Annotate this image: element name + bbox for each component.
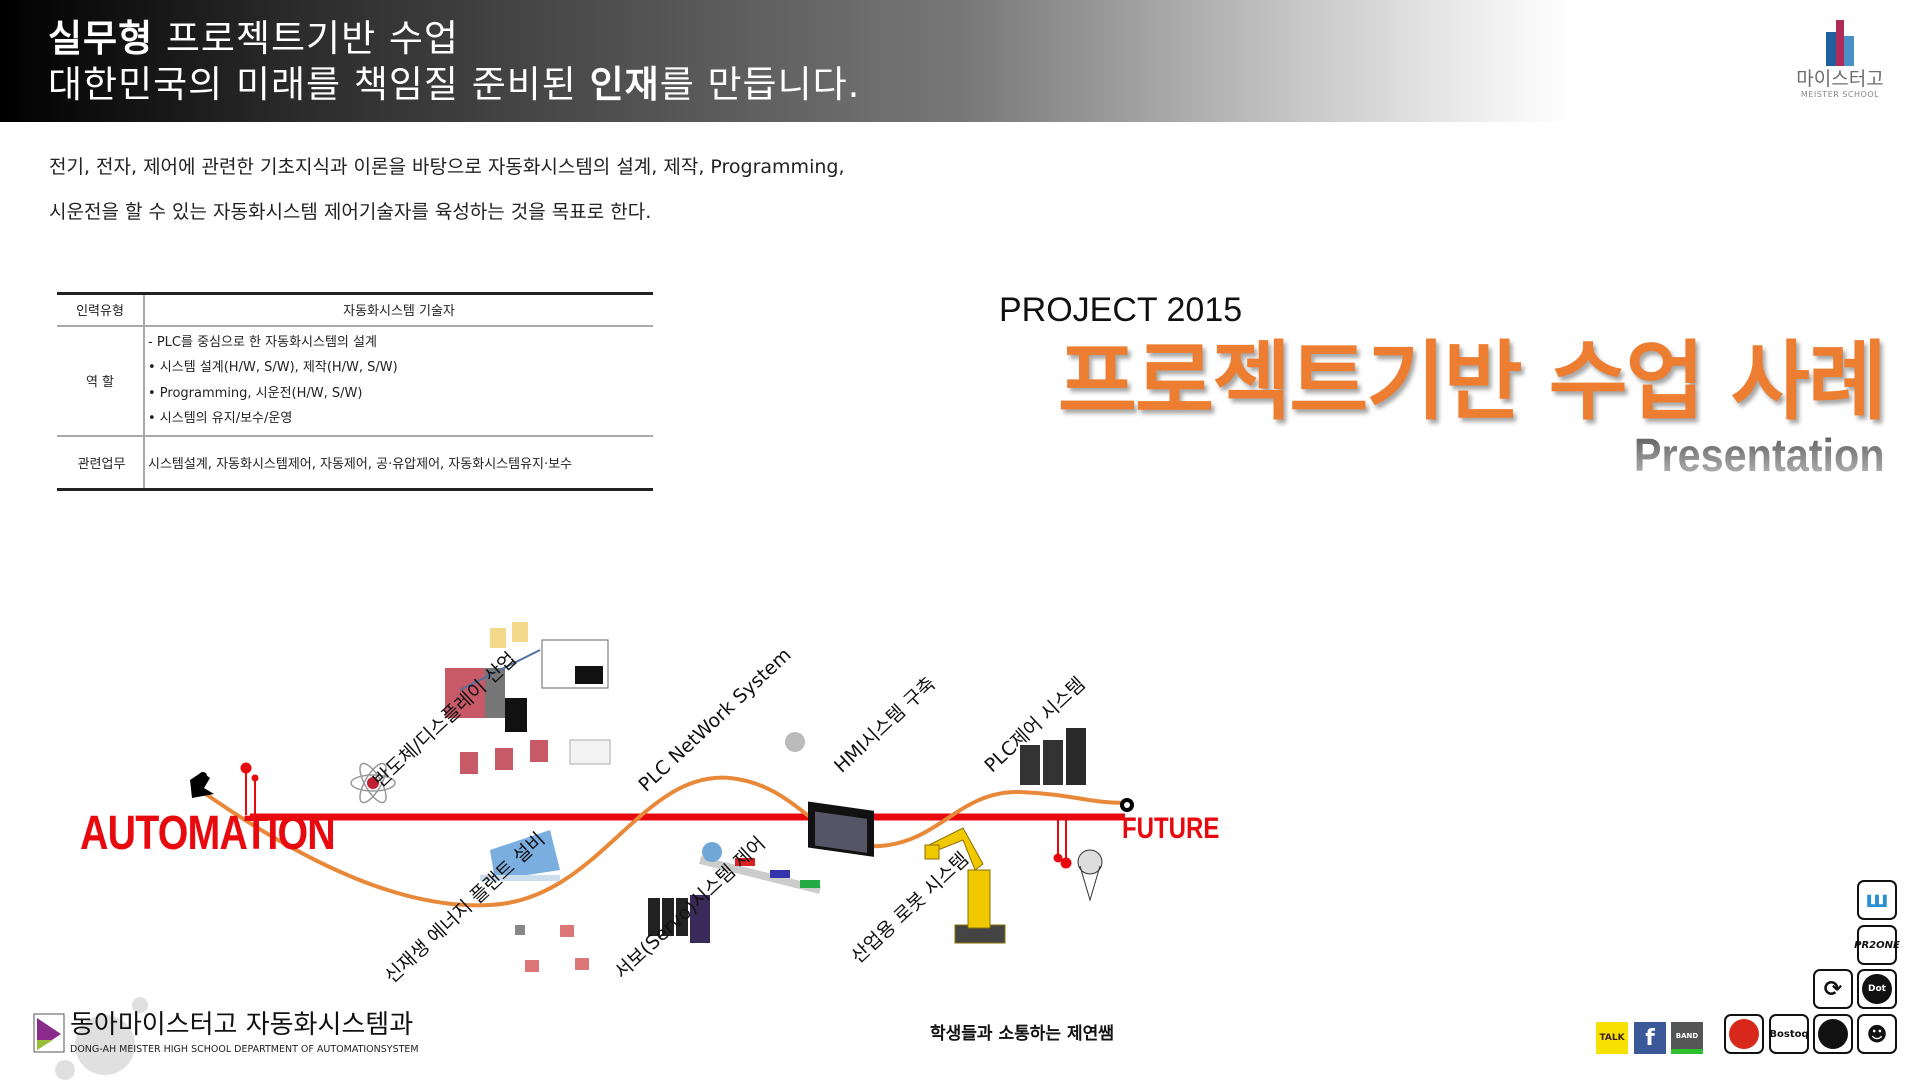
department-name: 동아마이스터고 자동화시스템과	[70, 1010, 414, 1040]
role-item: - PLC를 중심으로 한 자동화시스템의 설계	[148, 334, 377, 350]
plc-network-image	[445, 622, 611, 774]
header-bold-2: 인재	[589, 63, 660, 106]
atom-icon	[350, 762, 396, 804]
dot-icon[interactable]: Dot	[1857, 969, 1897, 1009]
workforce-table: 인력유형 자동화시스템 기술자 역 할 - PLC를 중심으로 한 자동화시스템…	[57, 292, 653, 491]
header-bold-1: 실무형	[48, 17, 154, 60]
role-item: • 시스템의 유지/보수/운영	[148, 411, 293, 426]
dot-label: Dot	[1862, 974, 1892, 1004]
servo-system-image	[648, 842, 821, 943]
table-row: 관련업무 시스템설계, 자동화시스템제어, 자동제어, 공·유압제어, 자동화시…	[57, 435, 653, 491]
logo-bars-icon	[1820, 20, 1860, 66]
automation-label: AUTOMATION	[80, 807, 336, 860]
header-text-1: 프로젝트기반 수업	[153, 17, 459, 60]
facebook-icon[interactable]: f	[1634, 1022, 1666, 1054]
table-key: 역 할	[57, 325, 145, 437]
hero-title: 프로젝트기반 수업 사례	[1057, 332, 1887, 432]
project-year: PROJECT 2015	[999, 291, 1243, 329]
table-value: 시스템설계, 자동화시스템제어, 자동제어, 공·유압제어, 자동화시스템유지·…	[144, 435, 653, 491]
table-row: 인력유형 자동화시스템 기술자	[57, 292, 653, 327]
plc-controller-image	[1020, 728, 1086, 785]
pr2one-icon[interactable]: PR2ONE	[1854, 925, 1900, 965]
header-text-2b: 를 만듭니다.	[659, 63, 861, 106]
school-logo-icon	[33, 1013, 65, 1053]
club-badge-icon[interactable]	[1724, 1014, 1764, 1054]
wireless-network-image	[515, 925, 589, 972]
gear-icon	[1120, 798, 1134, 812]
snowboarder-icon	[190, 772, 214, 798]
pin-icon	[240, 762, 1072, 869]
table-key: 인력유형	[57, 292, 145, 327]
logo-name-en: MEISTER SCHOOL	[1800, 90, 1880, 99]
progress-curve	[198, 775, 1126, 908]
table-value: 자동화시스템 기술자	[144, 292, 653, 327]
table-row: 역 할 - PLC를 중심으로 한 자동화시스템의 설계 • 시스템 설계(H/…	[57, 325, 653, 437]
kakaotalk-icon[interactable]: TALK	[1596, 1022, 1628, 1054]
logo-name-ko: 마이스터고	[1796, 68, 1884, 90]
solar-panel-image	[480, 830, 560, 881]
role-list: - PLC를 중심으로 한 자동화시스템의 설계 • 시스템 설계(H/W, S…	[144, 325, 653, 437]
band-icon[interactable]: BAND	[1671, 1022, 1703, 1054]
header-banner: 실무형 프로젝트기반 수업 대한민국의 미래를 책임질 준비된 인재를 만듭니다…	[0, 0, 1920, 122]
header-text-2a: 대한민국의 미래를 책임질 준비된	[48, 63, 590, 106]
gear-decoration-icon	[55, 997, 148, 1080]
industrial-robot-image	[924, 827, 1006, 944]
intro-line-2: 시운전을 할 수 있는 자동화시스템 제어기술자를 육성하는 것을 목표로 한다…	[49, 201, 652, 223]
refresh-icon[interactable]: ⟳	[1813, 969, 1853, 1009]
future-label: FUTURE	[1122, 812, 1220, 845]
header-line-2: 대한민국의 미래를 책임질 준비된 인재를 만듭니다.	[48, 64, 860, 106]
department-name-en: DONG-AH MEISTER HIGH SCHOOL DEPARTMENT O…	[70, 1044, 419, 1055]
mascot-icon[interactable]: ☻	[1857, 1014, 1897, 1054]
bull-emblem-icon[interactable]	[1813, 1014, 1853, 1054]
header-line-1: 실무형 프로젝트기반 수업	[48, 18, 459, 60]
meister-school-logo: 마이스터고 MEISTER SCHOOL	[1790, 20, 1890, 100]
hero-subtitle: Presentation	[1634, 429, 1885, 481]
blog-icon[interactable]: ꟺ	[1857, 880, 1897, 920]
role-item: • Programming, 시운전(H/W, S/W)	[148, 385, 363, 401]
bostoq-icon[interactable]: Bostoq	[1769, 1014, 1809, 1054]
delta-robot-image	[1077, 849, 1103, 902]
table-key: 관련업무	[57, 435, 145, 491]
automation-roadmap-diagram	[190, 622, 1134, 972]
slogan: 학생들과 소통하는 제연쌤	[930, 1024, 1114, 1044]
hmi-panel-image	[785, 732, 874, 857]
role-item: • 시스템 설계(H/W, S/W), 제작(H/W, S/W)	[148, 360, 398, 375]
intro-line-1: 전기, 전자, 제어에 관련한 기초지식과 이론을 바탕으로 자동화시스템의 설…	[49, 156, 845, 178]
